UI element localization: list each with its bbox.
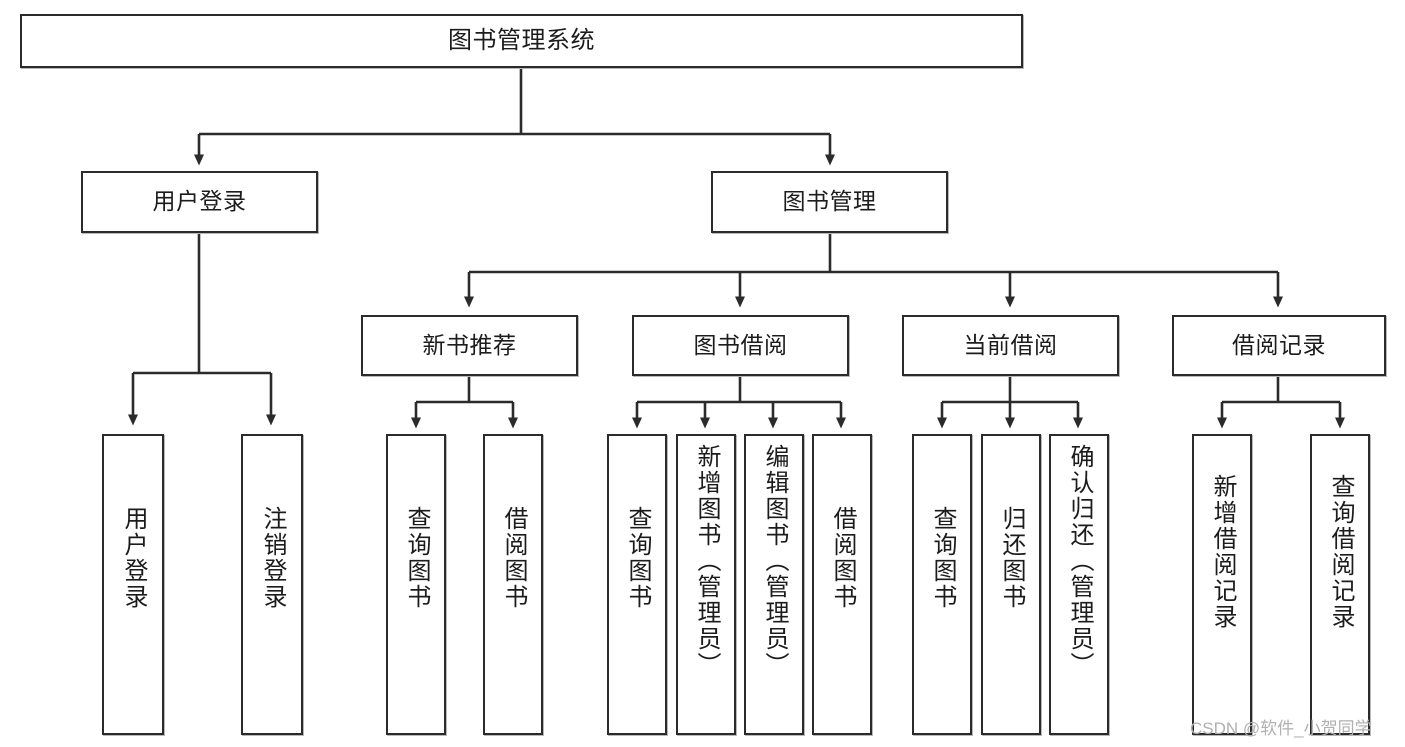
node-book-borrow[interactable]: 图书借阅: [632, 315, 849, 376]
node-current-borrow[interactable]: 当前借阅: [902, 315, 1119, 376]
leaf-logout[interactable]: 注销登录: [241, 434, 303, 735]
leaf-edit-book-label: 编辑图书（管理员）: [761, 444, 788, 678]
leaf-logout-label: 注销登录: [259, 506, 286, 610]
leaf-add-book[interactable]: 新增图书（管理员）: [676, 434, 736, 735]
node-current-borrow-label: 当前借阅: [963, 331, 1058, 358]
leaf-return-book[interactable]: 归还图书: [981, 434, 1041, 735]
leaf-query-record-label: 查询借阅记录: [1327, 474, 1354, 630]
leaf-borrow-book-2-label: 借阅图书: [829, 506, 856, 610]
node-book-borrow-label: 图书借阅: [693, 331, 788, 358]
leaf-edit-book[interactable]: 编辑图书（管理员）: [744, 434, 804, 735]
leaf-add-book-label: 新增图书（管理员）: [693, 444, 720, 678]
node-new-book-recommend[interactable]: 新书推荐: [361, 315, 578, 376]
leaf-query-book-1[interactable]: 查询图书: [386, 434, 446, 735]
leaf-user-login[interactable]: 用户登录: [102, 434, 164, 735]
leaf-query-book-3[interactable]: 查询图书: [912, 434, 972, 735]
leaf-confirm-return[interactable]: 确认归还（管理员）: [1049, 434, 1109, 735]
leaf-query-record[interactable]: 查询借阅记录: [1310, 434, 1370, 735]
node-root[interactable]: 图书管理系统: [20, 14, 1023, 68]
leaf-query-book-1-label: 查询图书: [403, 506, 430, 610]
node-user-login[interactable]: 用户登录: [81, 171, 318, 233]
leaf-query-book-3-label: 查询图书: [929, 506, 956, 610]
leaf-borrow-book-1[interactable]: 借阅图书: [483, 434, 543, 735]
leaf-add-record-label: 新增借阅记录: [1209, 474, 1236, 630]
leaf-user-login-label: 用户登录: [120, 506, 147, 610]
node-user-login-label: 用户登录: [152, 188, 247, 215]
node-borrow-record-label: 借阅记录: [1232, 331, 1326, 358]
leaf-borrow-book-2[interactable]: 借阅图书: [812, 434, 872, 735]
node-borrow-record[interactable]: 借阅记录: [1172, 315, 1386, 376]
leaf-return-book-label: 归还图书: [998, 506, 1025, 610]
node-book-manage[interactable]: 图书管理: [711, 171, 948, 233]
leaf-query-book-2[interactable]: 查询图书: [607, 434, 667, 735]
node-book-manage-label: 图书管理: [782, 188, 877, 215]
node-root-label: 图书管理系统: [448, 26, 595, 54]
leaf-query-book-2-label: 查询图书: [624, 506, 651, 610]
node-new-book-recommend-label: 新书推荐: [422, 331, 517, 358]
leaf-add-record[interactable]: 新增借阅记录: [1192, 434, 1252, 735]
leaf-confirm-return-label: 确认归还（管理员）: [1066, 444, 1093, 678]
leaf-borrow-book-1-label: 借阅图书: [500, 506, 527, 610]
